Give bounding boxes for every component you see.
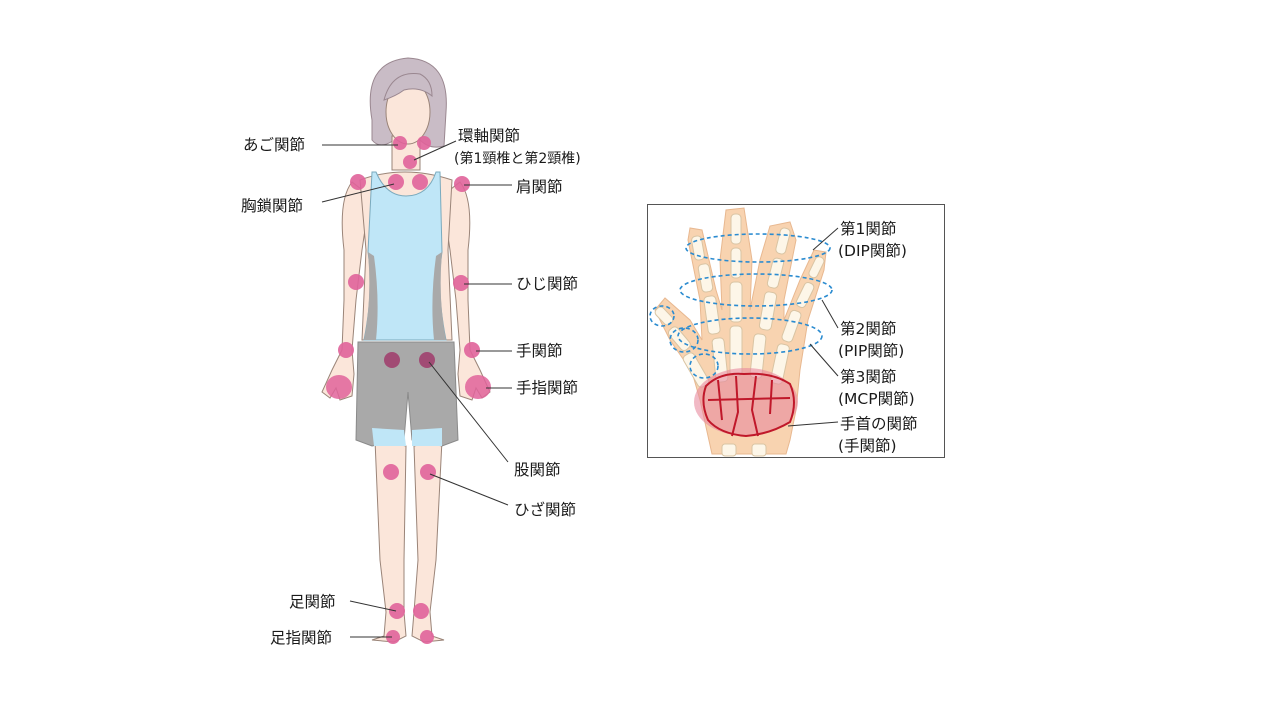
label-wrist-joint: 手関節 — [516, 342, 563, 360]
label-jaw-joint: あご関節 — [243, 136, 306, 154]
label-pip-sub: (PIP関節) — [838, 342, 905, 360]
finger-joint-marker — [465, 375, 491, 399]
sternoclavicular-joint-marker — [412, 174, 428, 190]
finger-joint-marker — [326, 375, 352, 399]
jaw-joint-marker — [417, 136, 431, 150]
label-sternoclavicular-joint: 胸鎖関節 — [241, 197, 304, 215]
dip-joint-ring — [685, 233, 831, 263]
sternoclavicular-joint-marker — [388, 174, 404, 190]
label-ankle-joint: 足関節 — [289, 593, 336, 611]
pip-joint-ring — [679, 273, 833, 307]
toe-joint-marker — [420, 630, 434, 644]
wrist-joint-marker — [464, 342, 480, 358]
label-dip-sub: (DIP関節) — [838, 242, 907, 260]
label-finger-joint: 手指関節 — [516, 379, 579, 397]
leader-lines — [321, 140, 512, 638]
label-carpal-sub: (手関節) — [838, 437, 897, 455]
hip-joint-marker — [419, 352, 435, 368]
label-dip-joint: 第1関節 — [840, 220, 897, 238]
toe-joint-marker — [386, 630, 400, 644]
label-mcp-sub: (MCP関節) — [838, 390, 915, 408]
ankle-joint-marker — [389, 603, 405, 619]
elbow-joint-marker — [453, 275, 469, 291]
jaw-joint-marker — [393, 136, 407, 150]
label-pip-joint: 第2関節 — [840, 320, 897, 338]
joint-markers — [326, 136, 491, 644]
knee-joint-marker — [383, 464, 399, 480]
mcp-joint-ring — [677, 317, 823, 355]
carpal-bones — [702, 372, 795, 438]
shoulder-joint-marker — [350, 174, 366, 190]
label-shoulder-joint: 肩関節 — [516, 178, 563, 196]
knee-joint-marker — [420, 464, 436, 480]
label-mcp-joint: 第3関節 — [840, 368, 897, 386]
shoulder-joint-marker — [454, 176, 470, 192]
label-knee-joint: ひざ関節 — [514, 501, 577, 519]
label-atlantoaxial-joint: 環軸関節 — [458, 127, 521, 145]
elbow-joint-marker — [348, 274, 364, 290]
human-figure — [321, 57, 491, 643]
atlantoaxial-joint-marker — [403, 155, 417, 169]
label-hip-joint: 股関節 — [514, 461, 561, 479]
ankle-joint-marker — [413, 603, 429, 619]
joint-rings — [649, 233, 833, 379]
hand-panel-frame — [647, 204, 945, 458]
hip-joint-marker — [384, 352, 400, 368]
wrist-joint-marker — [338, 342, 354, 358]
label-toe-joint: 足指関節 — [270, 629, 333, 647]
hand-illustration — [649, 207, 839, 457]
label-carpal-joint: 手首の関節 — [840, 415, 918, 433]
label-elbow-joint: ひじ関節 — [516, 275, 579, 293]
label-atlantoaxial-sub: (第1頸椎と第2頸椎) — [454, 151, 581, 167]
